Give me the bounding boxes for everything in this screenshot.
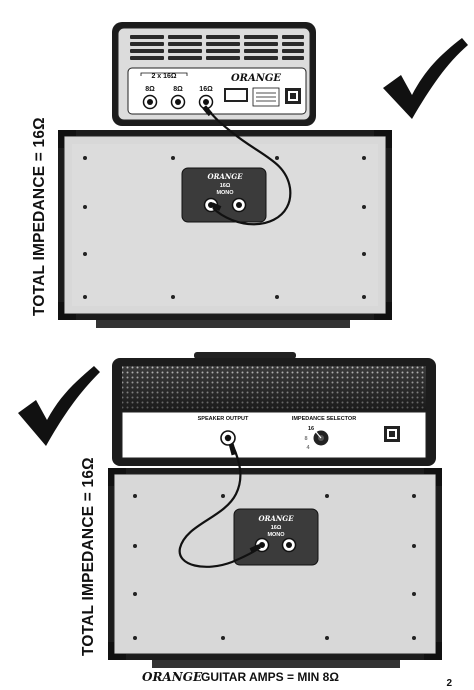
page-number: 2 <box>446 678 452 689</box>
bottom-setup: SPEAKER OUTPUT IMPEDANCE SELECTOR 16 8 4 <box>18 352 442 668</box>
impedance-selector-knob[interactable]: 16 8 4 <box>304 426 329 451</box>
cab-impedance-label: 16Ω <box>271 525 282 531</box>
output-jack-8-ohm-b[interactable] <box>170 94 186 110</box>
checkmark-icon <box>18 366 100 446</box>
amp-head-bottom: SPEAKER OUTPUT IMPEDANCE SELECTOR 16 8 4 <box>112 352 436 466</box>
total-impedance-label-bottom: TOTAL IMPEDANCE = 16Ω <box>80 457 97 656</box>
cab-impedance-label: 16Ω <box>220 183 231 189</box>
amp-head-top: 2 x 16Ω 8Ω 8Ω 16Ω ORANGE <box>112 22 316 126</box>
vent-grille <box>130 35 304 60</box>
speaker-cabinet-bottom: ORANGE 16Ω MONO <box>108 468 442 668</box>
output-jack-16-ohm[interactable] <box>198 94 214 110</box>
selector-value-16: 16 <box>308 426 314 432</box>
footer: ORANGE GUITAR AMPS = MIN 8Ω 2 <box>142 670 452 689</box>
speaker-output-label: SPEAKER OUTPUT <box>198 416 249 422</box>
impedance-selector-label: IMPEDANCE SELECTOR <box>292 416 356 422</box>
selector-value-4: 4 <box>306 445 310 451</box>
speaker-cable-top <box>202 105 292 226</box>
footer-min-impedance-text: GUITAR AMPS = MIN 8Ω <box>201 670 339 684</box>
jack-label-8-ohm-b: 8Ω <box>173 86 183 93</box>
jack-label-8-ohm-a: 8Ω <box>145 86 155 93</box>
checkmark-icon <box>383 38 468 119</box>
output-jack-8-ohm-a[interactable] <box>142 94 158 110</box>
cab-mode-label: MONO <box>216 190 234 196</box>
total-impedance-label-top: TOTAL IMPEDANCE = 16Ω <box>31 117 48 316</box>
jack-label-16-ohm: 16Ω <box>199 86 213 93</box>
selector-value-8: 8 <box>304 436 307 442</box>
cab-input-jack-right[interactable] <box>281 537 297 553</box>
cab-mode-label: MONO <box>267 532 285 538</box>
mains-socket-icon <box>285 88 301 104</box>
top-setup: 2 x 16Ω 8Ω 8Ω 16Ω ORANGE <box>31 22 468 328</box>
speaker-output-jack[interactable] <box>220 430 236 446</box>
cab-input-jack-right[interactable] <box>231 197 247 213</box>
speaker-cabinet-top: ORANGE 16Ω MONO <box>58 130 392 328</box>
cab-brand-logo: ORANGE <box>258 514 294 523</box>
footer-brand-logo: ORANGE <box>142 670 203 684</box>
amp-brand-logo: ORANGE <box>231 73 281 84</box>
cab-brand-logo: ORANGE <box>207 172 243 181</box>
speaker-cable-bottom <box>178 443 261 568</box>
mains-socket-icon <box>384 426 400 442</box>
outputs-group-label: 2 x 16Ω <box>151 73 176 80</box>
